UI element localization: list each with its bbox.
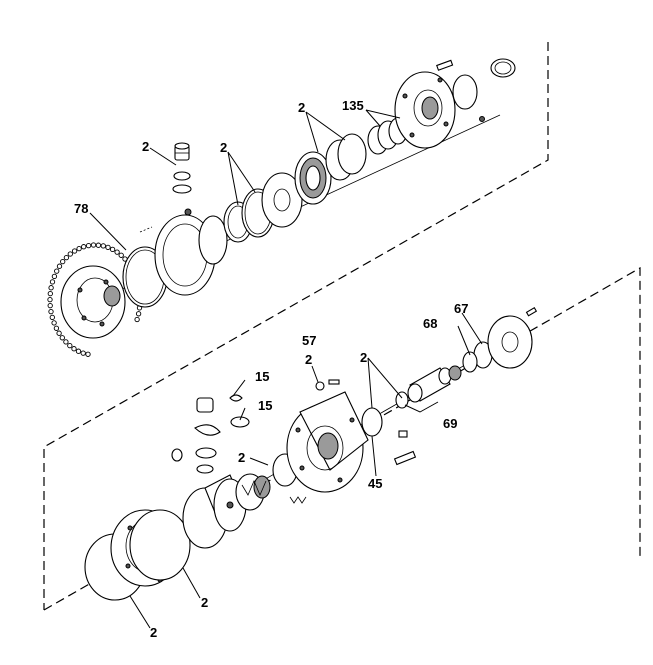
callout-upper-plug-ring: 2 <box>142 139 149 154</box>
chain-link <box>48 308 54 315</box>
housing-cylinder <box>154 208 228 296</box>
callout-lower-68: 68 <box>423 316 437 331</box>
callout-upper-bearing-group: 2 <box>298 100 305 115</box>
chain-link <box>118 252 124 258</box>
chain-link <box>81 244 87 250</box>
chain-link <box>56 330 62 336</box>
gasket-ring <box>129 509 191 581</box>
chain-link <box>85 242 92 249</box>
bolt-top <box>436 59 454 71</box>
washer-disc <box>261 172 303 228</box>
callout-lower-15-b: 15 <box>258 398 272 413</box>
lower-plug <box>398 430 408 438</box>
lower-assembly: 57 2 15 15 2 2 68 67 69 45 2 2 <box>84 301 538 640</box>
small-nut <box>479 116 485 122</box>
chain-link <box>135 311 142 317</box>
clip-15-b <box>230 416 250 428</box>
bearing <box>294 151 332 205</box>
lower-leaders <box>129 312 483 629</box>
callout-lower-57: 57 <box>302 333 316 348</box>
o-ring-45 <box>361 407 383 437</box>
chain-link <box>63 339 69 345</box>
callout-upper-78: 78 <box>74 201 88 216</box>
chain-link <box>49 279 56 285</box>
end-cover <box>487 315 533 369</box>
chain-link <box>47 290 53 297</box>
chain-link <box>63 254 70 261</box>
chain-link <box>71 346 77 352</box>
callout-lower-2-bottom-left: 2 <box>150 625 157 640</box>
chain-link <box>85 351 91 357</box>
motor-housing <box>286 391 369 493</box>
outer-ring-a <box>452 74 478 110</box>
chain-link <box>49 314 55 321</box>
callout-lower-2-bolt: 2 <box>305 352 312 367</box>
chain-link <box>53 325 60 331</box>
callout-lower-15-a: 15 <box>255 369 269 384</box>
chain-link <box>134 316 140 323</box>
chain-link <box>80 350 86 356</box>
chain-link <box>76 245 82 252</box>
chain-link <box>114 249 120 255</box>
cover-bolt <box>525 307 538 317</box>
valve-components <box>171 397 221 474</box>
chain-link <box>75 348 82 354</box>
nut-57 <box>315 381 325 391</box>
callout-lower-2-spring: 2 <box>360 350 367 365</box>
chain-link <box>67 342 73 349</box>
chain-link <box>90 242 97 248</box>
right-flange <box>394 71 456 149</box>
small-spring <box>289 496 307 504</box>
chain-link <box>48 285 54 291</box>
chain-link <box>47 302 53 309</box>
chain-link <box>54 268 60 274</box>
valve-body <box>182 474 247 549</box>
chain-link <box>105 244 111 251</box>
chain-link <box>67 251 73 257</box>
upper-leaders <box>89 109 401 251</box>
spring-piston <box>235 473 271 511</box>
plug-and-rings <box>172 142 192 194</box>
chain-link <box>60 258 66 265</box>
callout-lower-69: 69 <box>443 416 457 431</box>
bearing-68 <box>448 365 462 381</box>
chain-link <box>95 242 102 248</box>
seal-set-135 <box>367 117 408 155</box>
bearing-ring-b <box>337 133 367 175</box>
chain-link <box>71 248 78 254</box>
clip-15-a <box>229 394 243 402</box>
lower-bolt <box>393 450 417 466</box>
callout-lower-2-center: 2 <box>238 450 245 465</box>
outer-ring-b <box>490 58 516 78</box>
shaft-69 <box>395 367 452 409</box>
chain-link <box>51 320 57 326</box>
chain-link <box>109 246 116 253</box>
bolt-57 <box>328 379 340 385</box>
callout-lower-67: 67 <box>454 301 468 316</box>
upper-assembly: 2 2 2 135 78 <box>47 58 516 357</box>
left-flange-hub <box>60 265 126 339</box>
callout-upper-135: 135 <box>342 98 364 113</box>
chain-link <box>56 263 63 269</box>
chain-link <box>47 296 53 303</box>
chain-link <box>51 273 58 280</box>
chain-link <box>59 335 65 341</box>
callout-lower-2-bottom: 2 <box>201 595 208 610</box>
callout-upper-ring-pair: 2 <box>220 140 227 155</box>
callout-lower-45: 45 <box>368 476 382 491</box>
chain-link <box>100 243 106 249</box>
